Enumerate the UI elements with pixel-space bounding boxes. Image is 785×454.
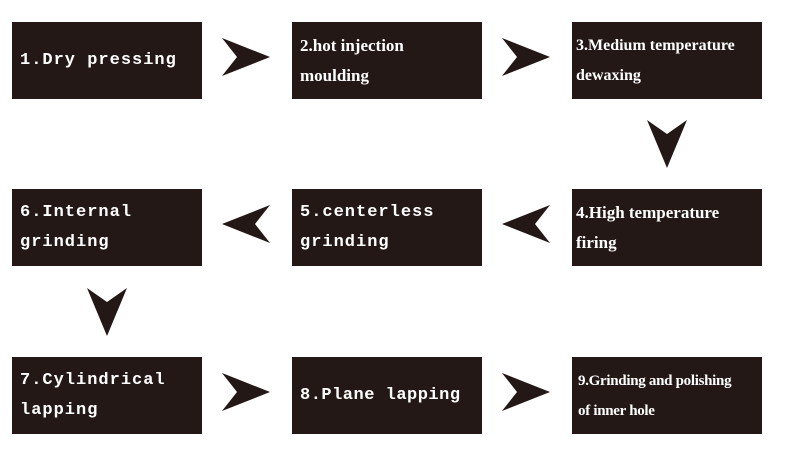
arrow-right-icon <box>502 38 550 76</box>
arrow-left-icon <box>222 205 270 243</box>
step-label: 9.Grinding and polishing of inner hole <box>578 372 732 419</box>
step-2-hot-injection-moulding: 2.hot injection moulding <box>292 22 482 99</box>
step-6-internal-grinding: 6.Internal grinding <box>12 189 202 266</box>
arrow-right-icon <box>222 38 270 76</box>
arrow-right-icon <box>502 373 550 411</box>
step-label: 1.Dry pressing <box>20 50 177 70</box>
arrow-down-icon <box>87 288 127 336</box>
step-7-cylindrical-lapping: 7.Cylindrical lapping <box>12 357 202 434</box>
step-3-medium-temperature-dewaxing: 3.Medium temperature dewaxing <box>572 22 762 99</box>
arrow-right-icon <box>222 373 270 411</box>
arrow-down-icon <box>647 120 687 168</box>
step-label: 5.centerless grinding <box>300 202 435 252</box>
arrow-left-icon <box>502 205 550 243</box>
step-4-high-temperature-firing: 4.High temperature firing <box>572 189 762 266</box>
step-label: 8.Plane lapping <box>300 385 461 405</box>
step-9-grinding-and-polishing-of-inner-hole: 9.Grinding and polishing of inner hole <box>572 357 762 434</box>
step-label: 2.hot injection moulding <box>300 35 404 85</box>
step-5-centerless-grinding: 5.centerless grinding <box>292 189 482 266</box>
step-label: 6.Internal grinding <box>20 202 133 252</box>
step-8-plane-lapping: 8.Plane lapping <box>292 357 482 434</box>
step-label: 7.Cylindrical lapping <box>20 370 166 420</box>
step-1-dry-pressing: 1.Dry pressing <box>12 22 202 99</box>
step-label: 4.High temperature firing <box>576 202 720 252</box>
step-label: 3.Medium temperature dewaxing <box>576 36 735 84</box>
